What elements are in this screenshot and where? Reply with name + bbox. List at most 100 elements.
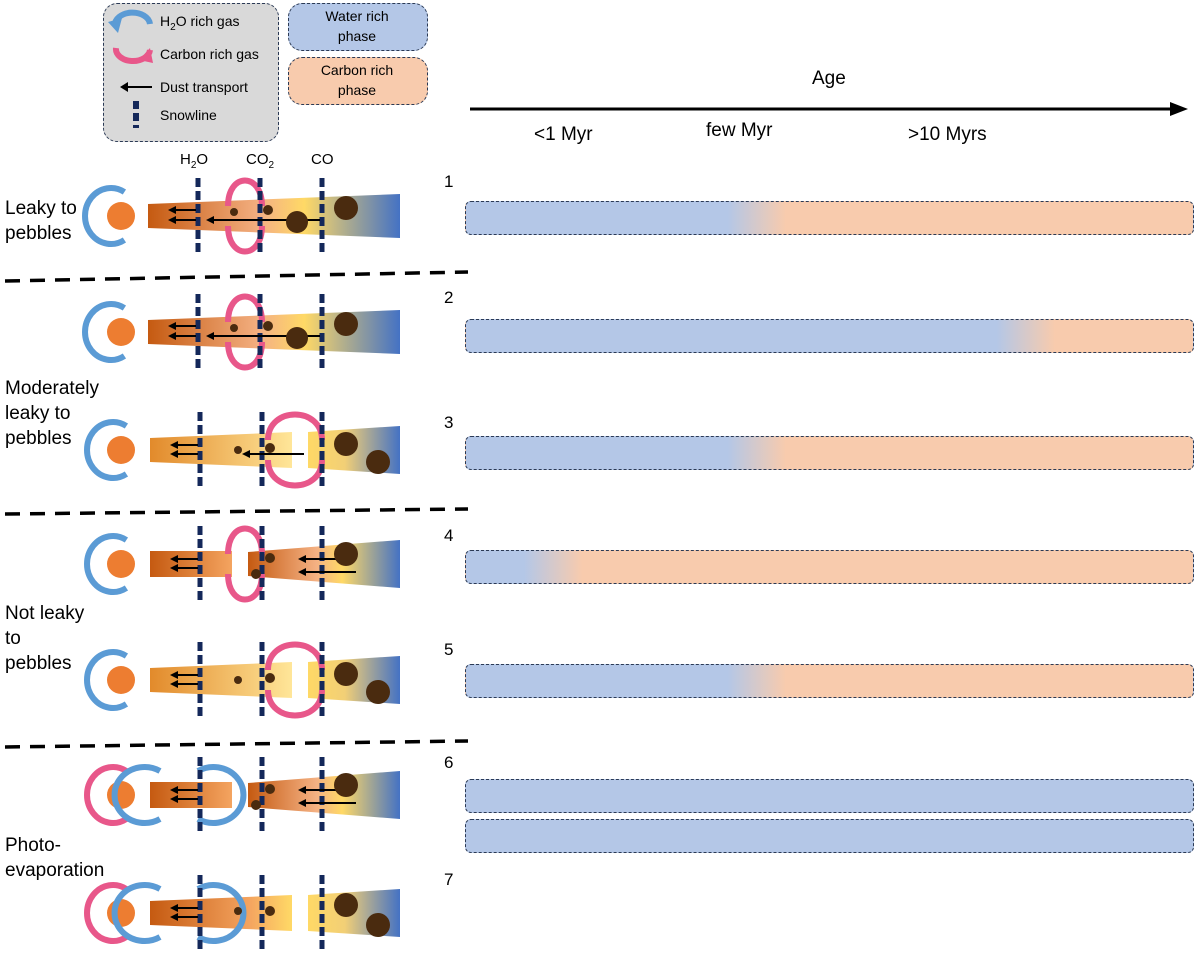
- h2o-gas-loop: [111, 764, 162, 826]
- legend-snowline: Snowline: [160, 107, 217, 123]
- star: [107, 666, 135, 694]
- row-number: 1: [444, 172, 454, 191]
- dust-arrowhead: [168, 216, 176, 224]
- separator-line: [4, 739, 469, 749]
- disk-inner: [150, 662, 292, 698]
- pebble: [263, 205, 273, 215]
- dust-arrowhead: [298, 555, 306, 563]
- snowline-label-co2: CO2: [246, 151, 275, 171]
- pebble: [230, 208, 238, 216]
- row-number: 2: [444, 288, 454, 307]
- pebble: [366, 913, 390, 937]
- disk-outer: [248, 540, 400, 588]
- age-tick-early: <1 Myr: [534, 124, 593, 145]
- row-number: 5: [444, 640, 454, 659]
- dust-arrowhead: [168, 332, 176, 340]
- pebble: [265, 784, 275, 794]
- legend-dust-transport: Dust transport: [160, 79, 248, 95]
- legend-h2o-gas: H2O rich gas: [160, 13, 240, 33]
- carbon-phase-legend-swatch: [288, 57, 428, 105]
- age-tick-late: >10 Myrs: [908, 124, 987, 145]
- dust-arrowhead: [298, 568, 306, 576]
- dust-arrowhead: [170, 441, 178, 449]
- dust-arrowhead: [168, 322, 176, 330]
- dust-arrowhead: [168, 206, 176, 214]
- phase-bar-3: [465, 436, 1194, 470]
- carbon-gas-loop: [84, 764, 129, 826]
- pebble: [334, 196, 358, 220]
- phase-bar-1: [465, 201, 1194, 235]
- phase-bar-6: [465, 779, 1194, 813]
- pebble: [265, 553, 275, 563]
- dust-arrowhead: [170, 564, 178, 572]
- row-number: 6: [444, 753, 454, 772]
- pebble: [265, 906, 275, 916]
- dust-arrowhead: [170, 450, 178, 458]
- pebble: [334, 893, 358, 917]
- star: [107, 550, 135, 578]
- carbon-phase-label: Carbon rich phase: [320, 62, 394, 98]
- disk: [148, 310, 400, 354]
- legend-carbon-gas: Carbon rich gas: [160, 46, 259, 62]
- pebble: [334, 432, 358, 456]
- disk-inner: [150, 551, 232, 577]
- star: [107, 436, 135, 464]
- dust-arrowhead: [298, 786, 306, 794]
- disk-outer: [248, 771, 400, 819]
- h2o-gas-loop: [82, 185, 127, 247]
- h2o-gas-loop: [84, 649, 129, 711]
- pebble: [251, 569, 261, 579]
- pebble: [334, 773, 358, 797]
- dust-arrowhead: [206, 332, 214, 340]
- h2o-gas-loop: [84, 533, 129, 595]
- pebble: [366, 680, 390, 704]
- dust-arrowhead: [170, 671, 178, 679]
- pebble: [263, 321, 273, 331]
- separator-line: [4, 270, 469, 283]
- pebble: [286, 327, 308, 349]
- phase-bar-7: [465, 819, 1194, 853]
- carbon-gas-loop: [84, 882, 129, 944]
- pebble: [334, 542, 358, 566]
- snowline-label-co: CO: [311, 151, 334, 168]
- phase-bar-4: [465, 550, 1194, 584]
- phase-bar-5: [465, 664, 1194, 698]
- star: [107, 899, 135, 927]
- pebble: [286, 211, 308, 233]
- dust-arrowhead: [170, 904, 178, 912]
- dust-arrowhead: [170, 913, 178, 921]
- dust-arrowhead: [170, 795, 178, 803]
- disk-inner: [150, 782, 232, 808]
- dust-arrowhead: [298, 799, 306, 807]
- dust-arrowhead: [170, 680, 178, 688]
- carbon-gas-loop: [225, 525, 265, 555]
- star: [107, 318, 135, 346]
- h2o-gas-loop: [196, 764, 247, 826]
- age-axis-title: Age: [812, 68, 846, 89]
- pebble: [251, 800, 261, 810]
- dust-arrowhead: [206, 216, 214, 224]
- carbon-gas-legend-arrowhead: [139, 48, 153, 63]
- pebble: [334, 662, 358, 686]
- row-number: 3: [444, 413, 454, 432]
- h2o-gas-loop: [82, 301, 127, 363]
- pebble: [234, 446, 242, 454]
- star: [107, 202, 135, 230]
- h2o-gas-loop: [196, 882, 247, 944]
- pebble: [230, 324, 238, 332]
- legend-panel: [103, 3, 279, 142]
- pebble: [265, 443, 275, 453]
- age-tick-mid: few Myr: [706, 120, 773, 141]
- dust-arrowhead: [170, 555, 178, 563]
- h2o-gas-loop: [111, 882, 162, 944]
- disk-inner: [150, 895, 292, 931]
- disk-schematics: [82, 177, 400, 951]
- h2o-gas-loop: [84, 419, 129, 481]
- pebble: [234, 907, 242, 915]
